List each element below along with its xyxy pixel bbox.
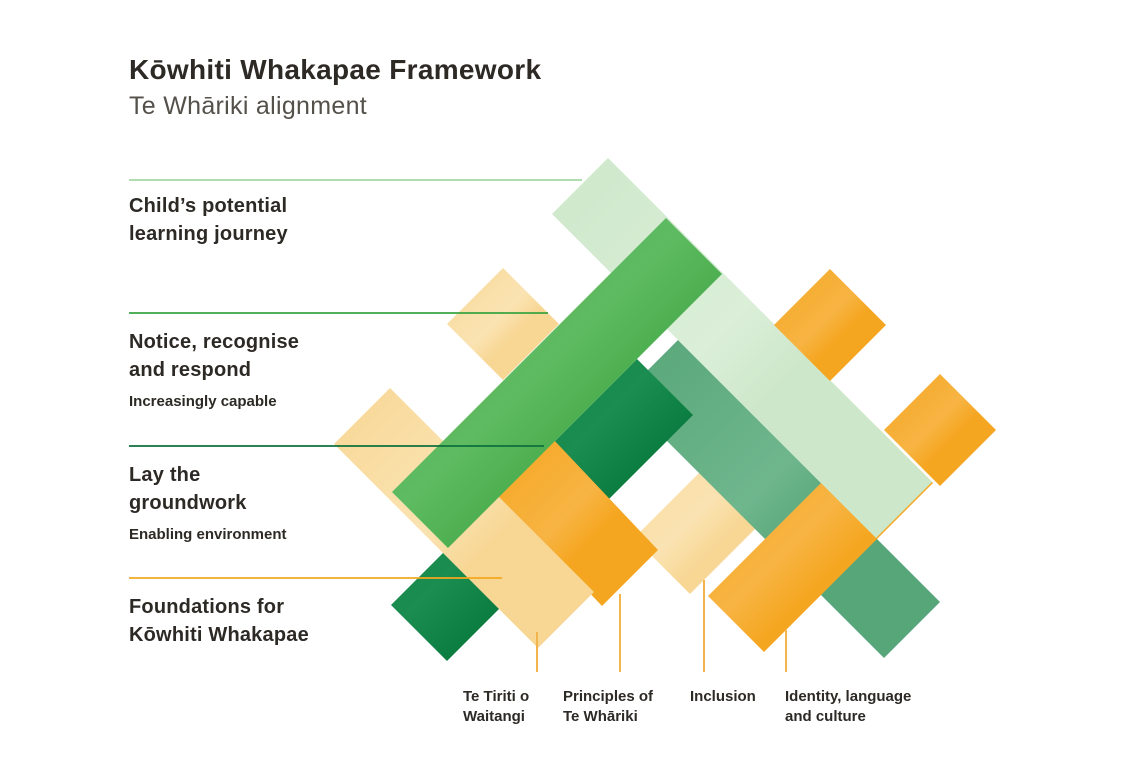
weave-strip-notice-recognise: [392, 218, 722, 548]
column-label-0: Te Tiriti o Waitangi: [463, 687, 529, 727]
row-label-0-line-0: Child’s potential: [129, 195, 288, 217]
row-label-1: Notice, recognise and respond: [129, 328, 299, 384]
row-label-0: Child’s potential learning journey: [129, 192, 288, 248]
row-sublabel-2: Enabling environment: [129, 526, 287, 543]
weave-strand-principles-top-diamond: [447, 268, 559, 380]
row-label-3-line-1: Kōwhiti Whakapae: [129, 624, 309, 646]
row-label-2-line-0: Lay the: [129, 464, 201, 486]
column-label-1-line-0: Principles of: [563, 688, 654, 705]
weave-strand-identity-top-diamond: [884, 374, 996, 486]
column-label-1: Principles of Te Whāriki: [563, 687, 653, 727]
row-label-1-line-0: Notice, recognise: [129, 331, 300, 353]
column-label-3: Identity, language and culture: [785, 687, 911, 727]
column-label-3-line-0: Identity, language: [785, 688, 912, 705]
column-label-2-line-0: Inclusion: [690, 688, 756, 705]
column-label-3-line-1: and culture: [785, 708, 866, 725]
page-subtitle: Te Whāriki alignment: [129, 92, 368, 120]
weave-strand-inclusion-top-diamond: [774, 269, 886, 381]
row-label-1-line-1: and respond: [129, 359, 252, 381]
column-label-1-line-1: Te Whāriki: [563, 708, 638, 725]
row-label-2: Lay the groundwork: [129, 461, 247, 517]
row-label-0-line-1: learning journey: [129, 223, 288, 245]
column-label-0-line-0: Te Tiriti o: [463, 688, 530, 705]
weave-strand-principles: [496, 438, 658, 606]
page-title: Kōwhiti Whakapae Framework: [129, 54, 542, 85]
row-label-2-line-1: groundwork: [129, 492, 247, 514]
column-label-0-line-1: Waitangi: [463, 708, 525, 725]
row-sublabel-1: Increasingly capable: [129, 393, 277, 410]
row-label-3-line-0: Foundations for: [129, 596, 285, 618]
weave-weft-strip-teal: [622, 340, 940, 658]
column-label-2: Inclusion: [690, 687, 756, 707]
